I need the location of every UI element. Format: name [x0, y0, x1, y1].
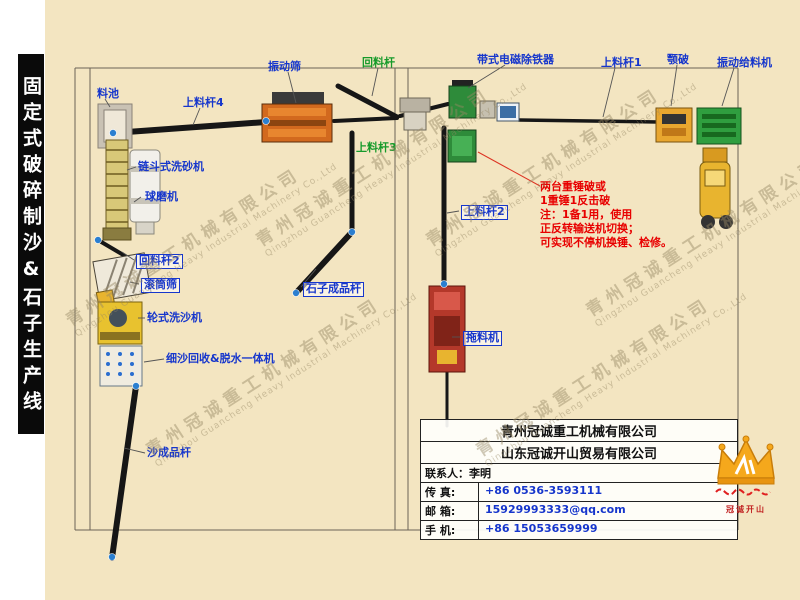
label-return-conveyor-2: 回料杆2 — [136, 254, 183, 269]
hammer-crusher — [447, 129, 477, 163]
email-label: 邮 箱: — [421, 502, 479, 520]
annotation-line: 两台重锤破或 — [540, 180, 606, 193]
pulley-markers — [94, 117, 448, 561]
label-return-conveyor: 回料杆 — [362, 56, 395, 69]
ball-mill — [129, 149, 161, 235]
title-block: 青州冠诚重工机械有限公司 山东冠诚开山贸易有限公司 联系人：李明 传 真: +8… — [420, 419, 738, 540]
email-row: 邮 箱: 15929993333@qq.com — [421, 502, 737, 521]
label-drag-machine: 拖料机 — [463, 331, 502, 346]
fax-row: 传 真: +86 0536-3593111 — [421, 483, 737, 502]
feed-conveyor-4 — [110, 119, 269, 136]
label-vibrating-screen: 振动筛 — [268, 60, 301, 73]
vibrating-feeder — [696, 107, 742, 145]
label-wheel-sand-washer: 轮式洗沙机 — [147, 311, 202, 324]
magnetic-separator — [448, 80, 520, 122]
label-feed-conveyor-1: 上料杆1 — [601, 56, 642, 69]
phone-label: 手 机: — [421, 521, 479, 539]
wheel-loader — [699, 147, 733, 229]
label-chain-bucket-washer: 链斗式洗砂机 — [138, 160, 204, 173]
phone-number: +86 15053659999 — [485, 522, 598, 535]
annotation-note: 两台重锤破或 1重锤1反击破 注：1备1用，使用 正反转输送机切换； 可实现不停… — [540, 180, 672, 250]
company-name-primary: 青州冠诚重工机械有限公司 — [421, 420, 737, 442]
conveyors — [96, 83, 660, 561]
label-fine-sand-recovery: 细沙回收&脱水一体机 — [166, 352, 275, 365]
company-name-secondary: 山东冠诚开山贸易有限公司 — [421, 442, 737, 464]
label-ball-mill: 球磨机 — [145, 190, 178, 203]
annotation-line: 正反转输送机切换； — [540, 222, 639, 235]
fax-number: +86 0536-3593111 — [485, 484, 603, 497]
annotation-line: 注：1备1用，使用 — [540, 208, 633, 221]
chain-bucket-sand-washer — [102, 139, 132, 241]
label-material-pool: 料池 — [97, 87, 119, 100]
drag-machine — [428, 285, 466, 373]
label-sand-product-conveyor: 沙成品杆 — [147, 446, 191, 459]
crown-icon — [715, 435, 775, 496]
transfer-junction — [399, 97, 431, 131]
wheel-sand-washer — [97, 301, 143, 345]
annotation-leader — [477, 151, 541, 187]
label-feed-conveyor-4: 上料杆4 — [183, 96, 224, 109]
title-banner: 固定式破碎制沙&石子生产线 — [18, 54, 44, 434]
annotation-line: 可实现不停机换锤、检修。 — [540, 236, 672, 249]
label-feed-conveyor-3: 上料杆3 — [356, 141, 397, 154]
contact-person: 联系人：李明 — [421, 464, 737, 483]
phone-row: 手 机: +86 15053659999 — [421, 521, 737, 539]
label-stone-product-conveyor: 石子成品杆 — [303, 282, 364, 297]
label-magnetic-separator: 带式电磁除铁器 — [477, 53, 554, 66]
label-jaw-crusher: 颚破 — [667, 53, 689, 66]
vibrating-screen — [261, 92, 333, 143]
logo-text: 冠诚开山 — [726, 505, 766, 514]
annotation-line: 1重锤1反击破 — [540, 194, 611, 207]
email-address: 15929993333@qq.com — [485, 503, 626, 516]
drawing-frame — [74, 67, 739, 531]
label-drum-screen: 滚筒筛 — [141, 278, 180, 293]
company-logo: 冠诚开山 — [710, 434, 782, 518]
fine-sand-recovery — [99, 345, 143, 387]
sand-product-conveyor — [109, 383, 139, 561]
feed-conveyor-1 — [517, 118, 660, 124]
return-conveyor — [335, 83, 400, 120]
label-feed-conveyor-2: 上料杆2 — [461, 205, 508, 220]
label-vibrating-feeder: 振动给料机 — [717, 56, 772, 69]
fax-label: 传 真: — [421, 483, 479, 501]
jaw-crusher — [655, 107, 693, 143]
screen-junction-belt — [332, 116, 399, 123]
